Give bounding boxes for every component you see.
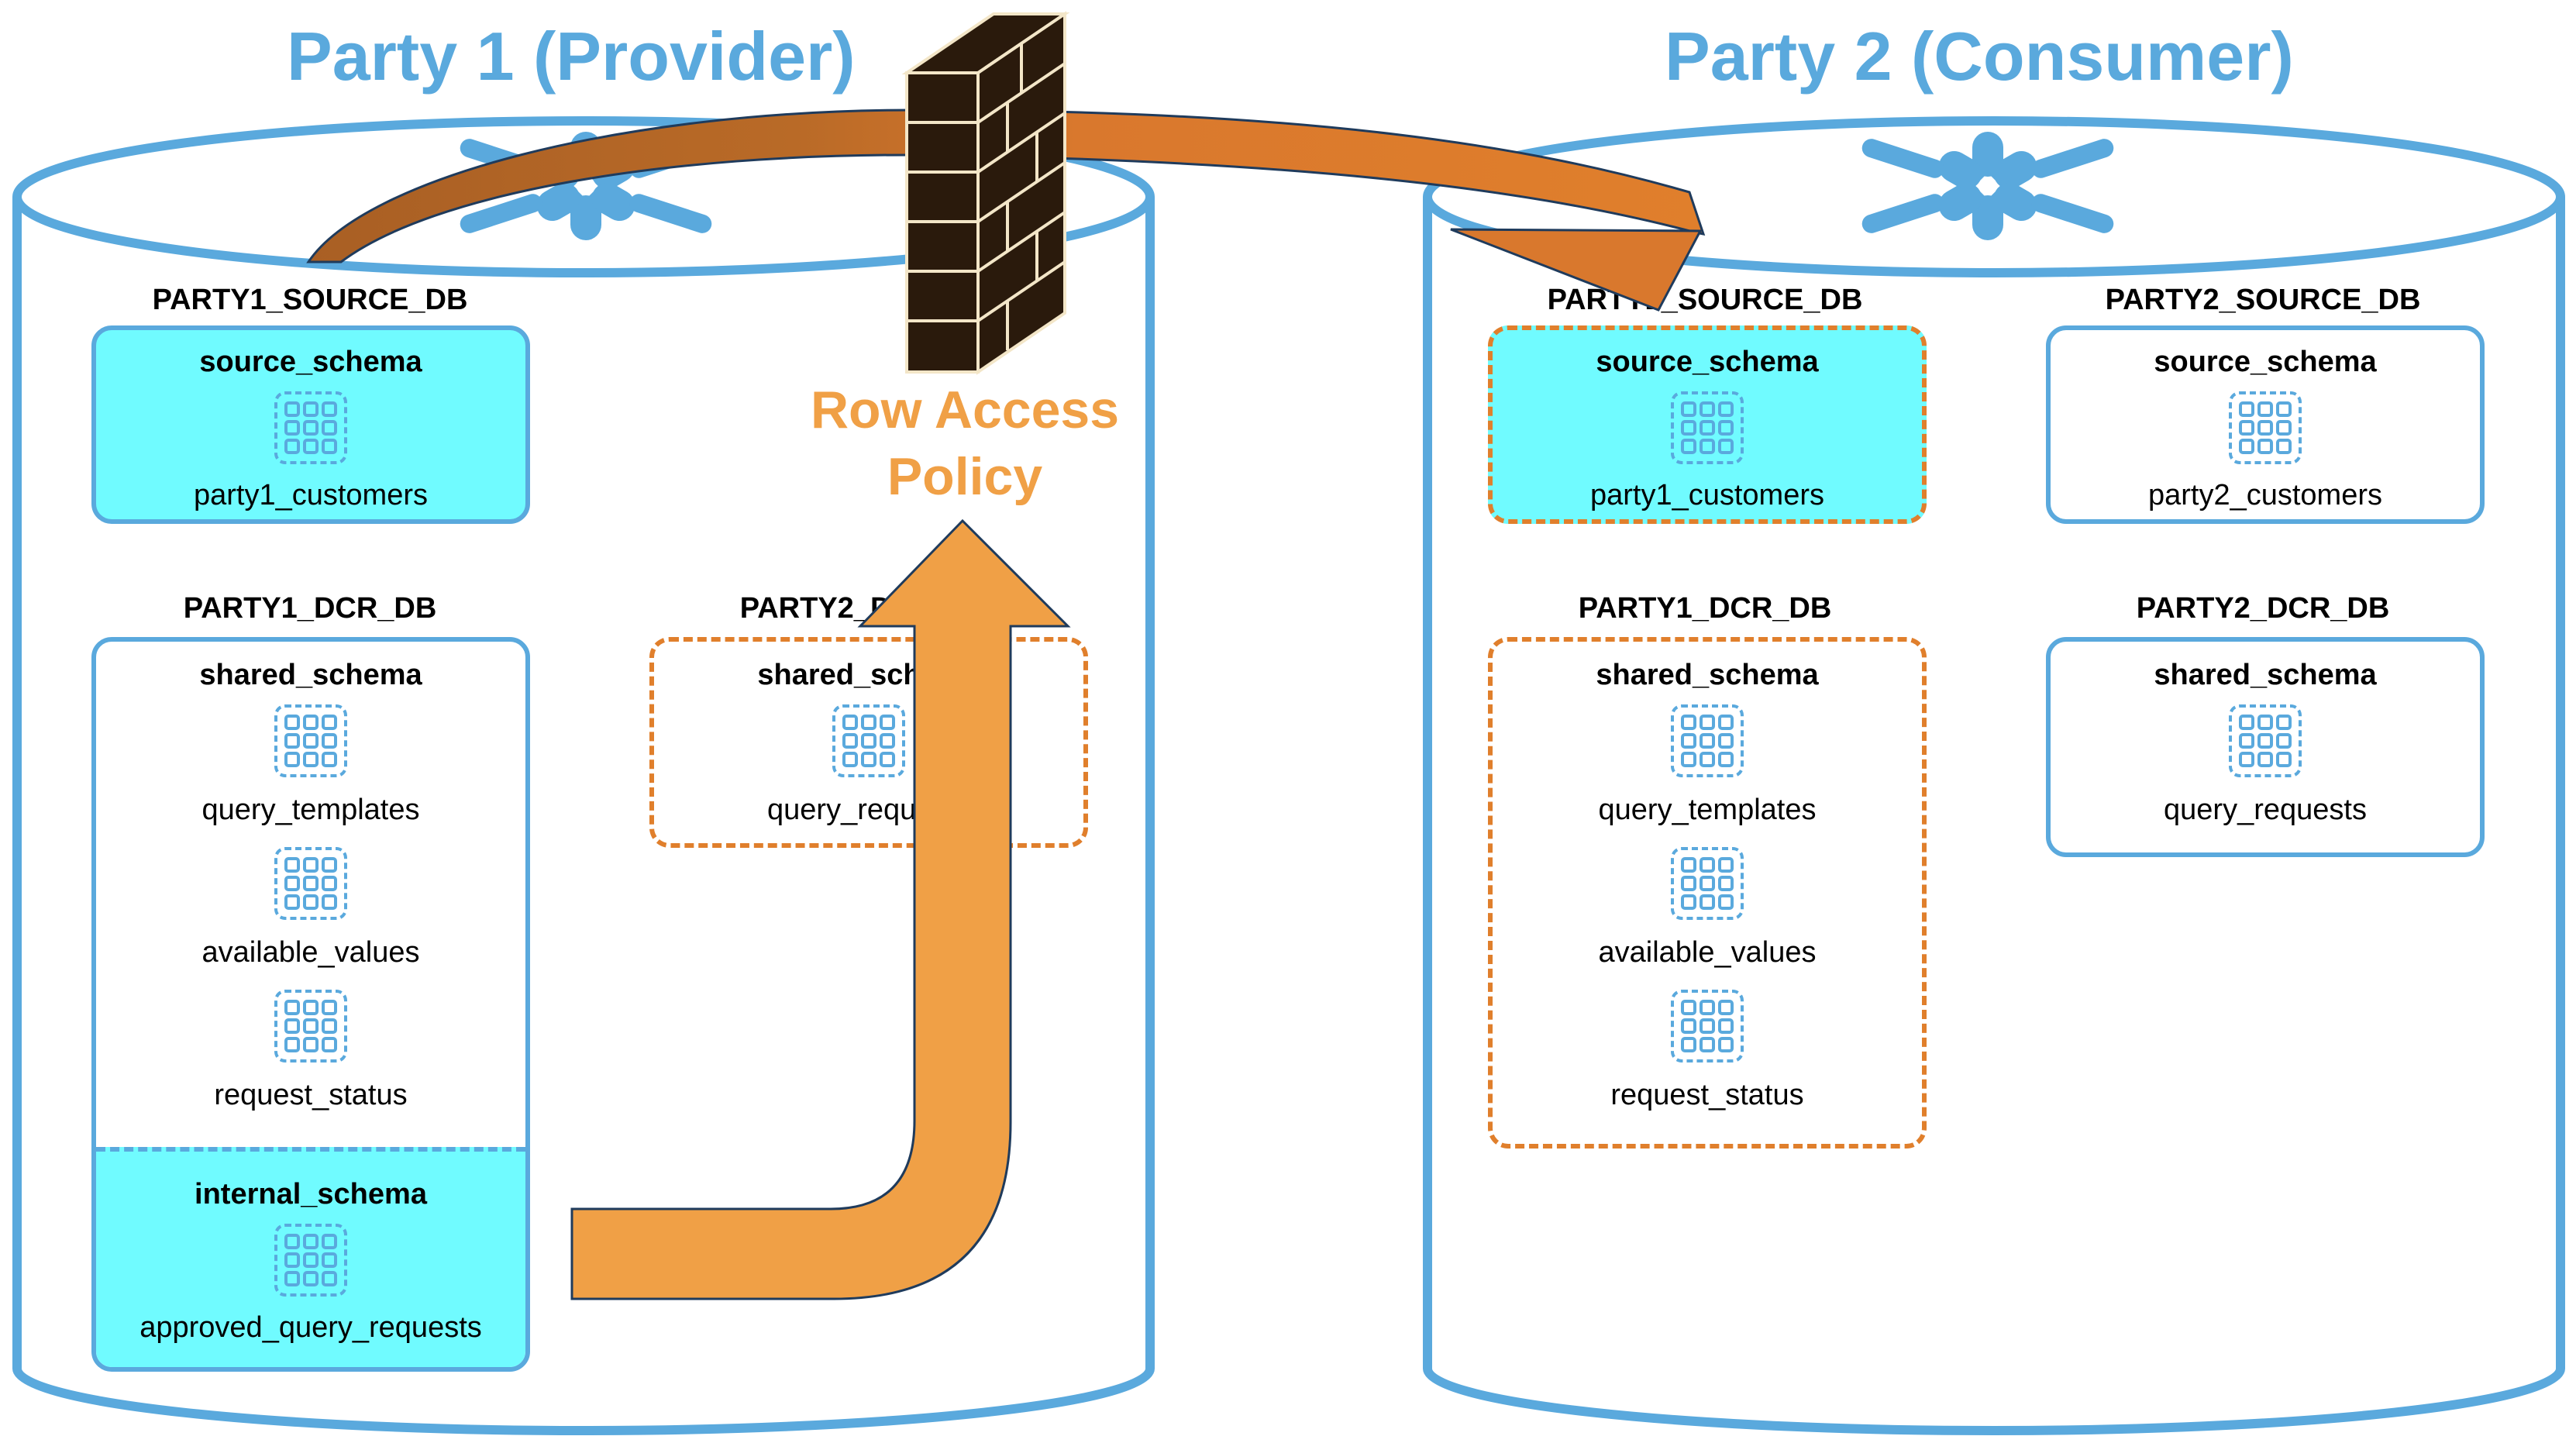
row-access-policy-label: Row Access Policy — [810, 381, 1120, 506]
schema-name: internal_schema — [195, 1178, 427, 1211]
party1-source-schema-box: source_schema party1_customers — [91, 325, 530, 524]
table-name: party2_customers — [2147, 479, 2382, 511]
party2-source-db-label: PARTY2_SOURCE_DB — [2105, 284, 2421, 316]
table-name: party1_customers — [193, 479, 428, 511]
party1-dcr-db-label: PARTY1_DCR_DB — [183, 592, 437, 625]
party2-party1-source-db-label: PARTY1_SOURCE_DB — [1547, 284, 1863, 316]
firewall-icon — [901, 11, 1070, 375]
schema-name: shared_schema — [2154, 659, 2377, 691]
schema-name: source_schema — [1596, 346, 1819, 378]
schema-name: shared_schema — [1596, 659, 1819, 691]
share-arrow — [306, 108, 1706, 263]
table-name: party1_customers — [1589, 479, 1824, 511]
snowflake-icon — [1861, 132, 2114, 240]
table-name: query_templates — [201, 794, 420, 826]
party2-party1-dcr-db-label: PARTY1_DCR_DB — [1578, 592, 1832, 625]
schema-name: source_schema — [2154, 346, 2377, 378]
schema-name: source_schema — [199, 346, 422, 378]
party1-dcr-db-box: shared_schema query_templates available_… — [91, 637, 530, 1372]
party2-dcr-box: shared_schema query_requests — [2046, 637, 2485, 857]
table-name: available_values — [201, 936, 420, 969]
internal-schema-section: internal_schema approved_query_requests — [96, 1147, 525, 1367]
approval-arrow — [570, 518, 1071, 1300]
share-arrow-head — [1450, 228, 1703, 312]
party1-source-db-label: PARTY1_SOURCE_DB — [152, 284, 468, 316]
table-name: request_status — [1610, 1079, 1804, 1111]
party2-source-schema-box: source_schema party2_customers — [2046, 325, 2485, 524]
table-name: query_templates — [1598, 794, 1817, 826]
schema-name: shared_schema — [199, 659, 422, 691]
table-name: available_values — [1598, 936, 1817, 969]
table-name: approved_query_requests — [139, 1311, 482, 1344]
table-name: request_status — [214, 1079, 408, 1111]
table-name: query_requests — [2164, 794, 2367, 826]
party2-dcr-db-label: PARTY2_DCR_DB — [2136, 592, 2390, 625]
party2-title: Party 2 (Consumer) — [1665, 18, 2294, 95]
party2-party1-dcr-box: shared_schema query_templates available_… — [1488, 637, 1927, 1149]
party1-title: Party 1 (Provider) — [287, 18, 856, 95]
party2-party1-source-schema-box: source_schema party1_customers — [1488, 325, 1927, 524]
